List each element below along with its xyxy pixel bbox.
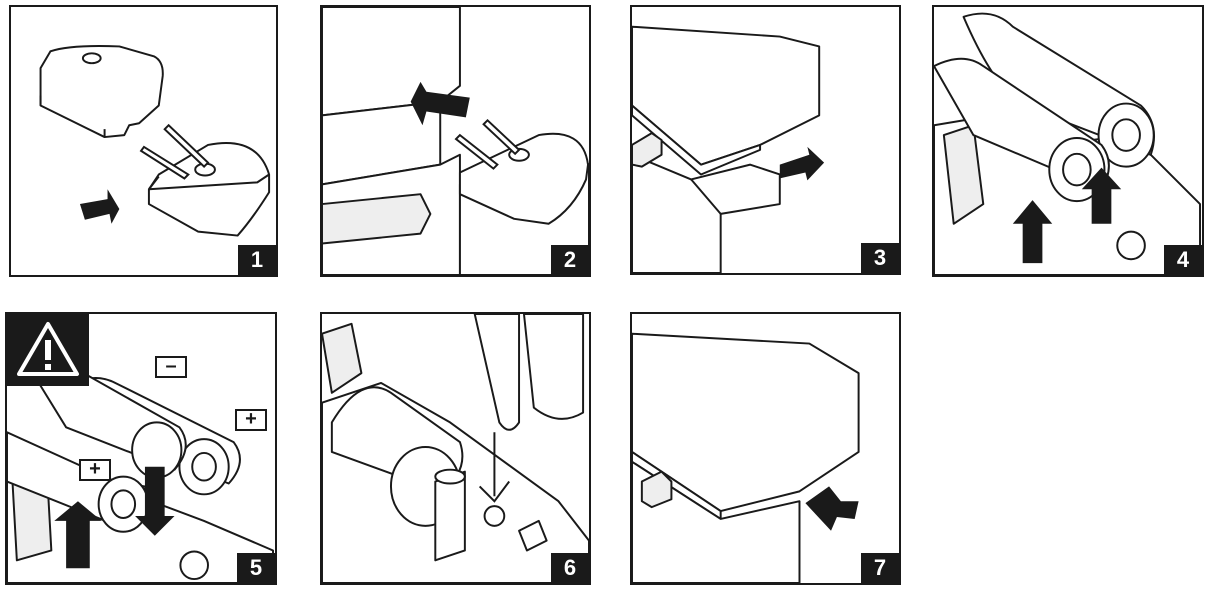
arrow-up-icon — [1081, 167, 1122, 224]
step-panel-2: 2 — [320, 5, 591, 277]
step-panel-5: – + + 5 — [5, 312, 277, 585]
insert-tab-illustration — [322, 7, 589, 275]
remove-batteries-illustration — [934, 12, 1202, 275]
step-number-2: 2 — [551, 245, 589, 275]
warning-triangle-icon — [17, 322, 79, 376]
arrow-down-icon — [54, 501, 102, 569]
step-number-5: 5 — [237, 553, 275, 583]
press-indicator-icon — [478, 432, 510, 503]
arrow-up-left-icon — [805, 486, 859, 531]
step-number-1: 1 — [238, 245, 276, 275]
insert-batteries-illustration — [7, 357, 275, 583]
arrow-up-icon — [1012, 200, 1053, 264]
step-number-4: 4 — [1164, 245, 1202, 275]
step-number-3: 3 — [861, 243, 899, 273]
step-panel-6: 6 — [320, 312, 591, 585]
arrow-left-icon — [410, 81, 470, 126]
close-cover-final-illustration — [632, 332, 860, 583]
step-panel-3: 3 — [630, 5, 901, 275]
step-panel-4: 4 — [932, 5, 1204, 277]
arrow-right-icon — [779, 146, 825, 181]
arrow-down-icon — [135, 466, 175, 536]
minus-sign-label: – — [155, 356, 187, 378]
step-panel-7: 7 — [630, 312, 901, 585]
close-cover-illustration — [632, 25, 825, 273]
press-button-illustration — [322, 314, 589, 583]
plus-sign-label-top: + — [235, 409, 267, 431]
step-number-7: 7 — [861, 553, 899, 583]
step-panel-1: 1 — [9, 5, 278, 277]
warning-panel — [7, 314, 89, 386]
step-number-6: 6 — [551, 553, 589, 583]
plus-sign-label-left: + — [79, 459, 111, 481]
remove-cover-tab-illustration — [39, 45, 271, 237]
arrow-down-left-icon — [79, 189, 120, 224]
